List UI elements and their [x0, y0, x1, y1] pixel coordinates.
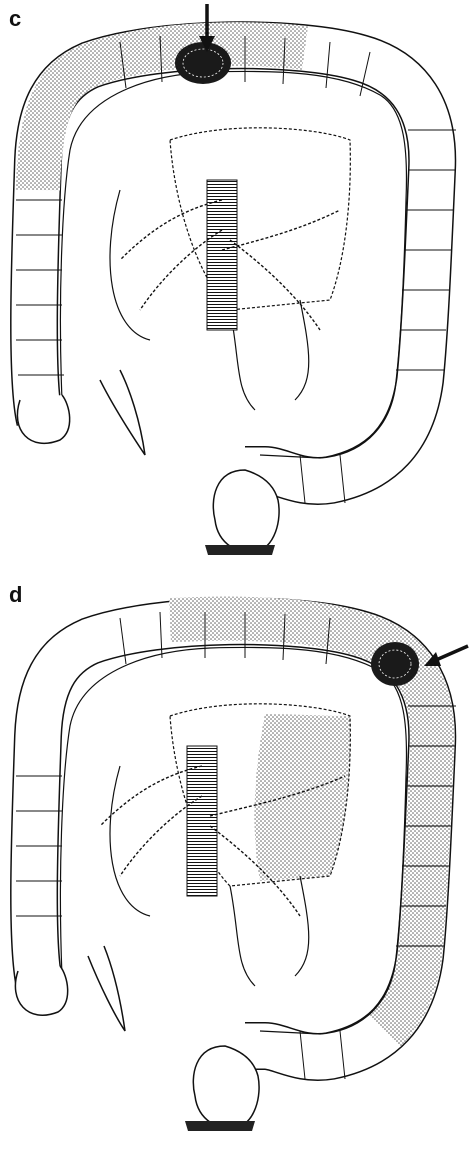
cecum: [15, 966, 67, 1015]
panel-d: d: [0, 576, 473, 1151]
appendix: [88, 946, 125, 1031]
rectal-clamp: [205, 545, 275, 555]
appendix: [100, 370, 145, 455]
rectal-clamp: [185, 1121, 255, 1131]
mesocolon: [170, 128, 350, 310]
cecum: [17, 395, 69, 443]
colon-diagram-d: [0, 576, 473, 1151]
shaded-mesocolon: [255, 714, 351, 881]
panel-label: c: [9, 6, 21, 32]
colon-outline: [34, 621, 432, 1057]
tumor: [371, 642, 419, 686]
panel-c: c: [0, 0, 473, 575]
panel-label: d: [9, 582, 22, 608]
colon-diagram-c: [0, 0, 473, 575]
